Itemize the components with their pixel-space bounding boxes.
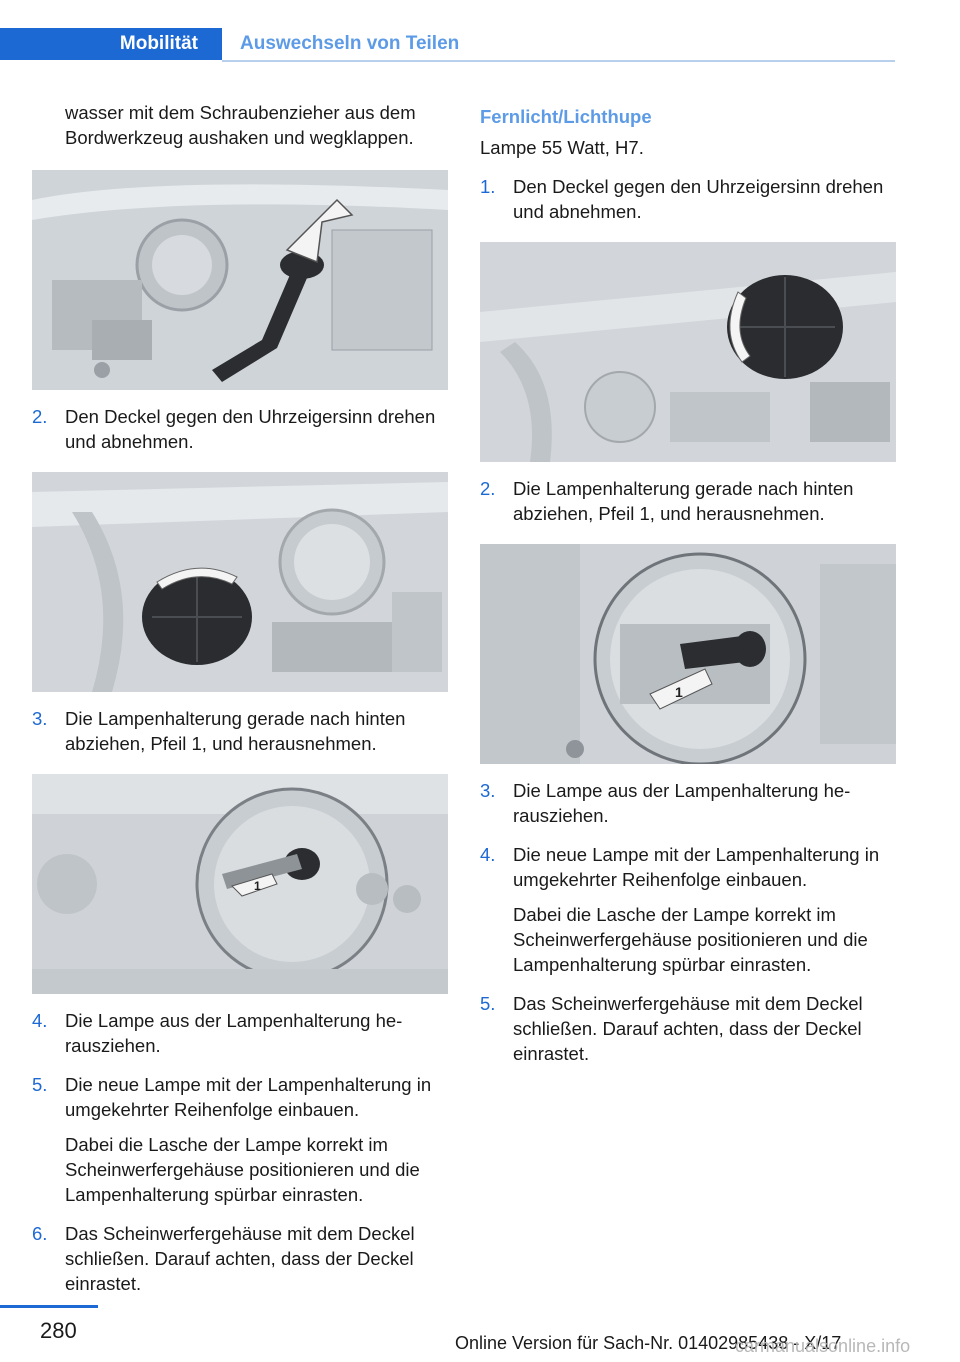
subsection-tab: Auswechseln von Teilen: [240, 28, 459, 60]
step-text: Die Lampe aus der Lampenhalterung he­rau…: [513, 780, 851, 826]
left-step-4: 4. Die Lampe aus der Lampenhalterung he­…: [32, 1008, 448, 1058]
section-heading: Fernlicht/Lichthupe: [480, 106, 652, 127]
step-text: Die neue Lampe mit der Lampenhalterung i…: [513, 844, 880, 890]
step-text: Das Scheinwerfergehäuse mit dem Deckel s…: [513, 993, 863, 1064]
step-number: 3.: [32, 708, 48, 729]
intro-text: wasser mit dem Schraubenzieher aus dem B…: [65, 102, 416, 148]
watermark: carmanualsonline.info: [735, 1336, 911, 1356]
header-divider: [222, 60, 895, 62]
figure-cover-right: [480, 242, 896, 462]
step-text: Die neue Lampe mit der Lampenhalterung i…: [65, 1074, 432, 1120]
page-number: 280: [40, 1318, 77, 1343]
step-number: 4.: [32, 1010, 48, 1031]
step-text: Die Lampenhalterung gerade nach hinten a…: [65, 708, 406, 754]
left-step-2: 2. Den Deckel gegen den Uhrzeigersinn dr…: [32, 404, 448, 454]
step-subtext: Dabei die Lasche der Lampe korrekt im Sc…: [513, 904, 868, 975]
right-step-5: 5. Das Scheinwerfergehäuse mit dem Decke…: [480, 991, 896, 1066]
step-text: Den Deckel gegen den Uhrzeigersinn dre­h…: [65, 406, 436, 452]
step-number: 2.: [32, 406, 48, 427]
section-label: Mobilität: [119, 33, 198, 54]
figure-cover-left: [32, 472, 448, 692]
step-text: Das Scheinwerfergehäuse mit dem Deckel s…: [65, 1223, 415, 1294]
step-number: 3.: [480, 780, 496, 801]
right-step-3: 3. Die Lampe aus der Lampenhalterung he­…: [480, 778, 896, 828]
step-text: Die Lampenhalterung gerade nach hinten a…: [513, 478, 854, 524]
online-version-note: Online Version für Sach-Nr. 01402985438 …: [455, 1333, 842, 1353]
left-step-5: 5. Die neue Lampe mit der Lampenhalterun…: [32, 1072, 448, 1207]
subsection-label: Auswechseln von Teilen: [240, 33, 460, 54]
right-step-1: 1. Den Deckel gegen den Uhrzeigersinn dr…: [480, 174, 896, 224]
step-number: 6.: [32, 1223, 48, 1244]
step-number: 5.: [32, 1074, 48, 1095]
figure-lamp-holder-right: 1: [480, 544, 896, 764]
arrow-label: 1: [675, 684, 683, 700]
step-subtext: Dabei die Lasche der Lampe korrekt im Sc…: [65, 1134, 420, 1205]
figure-lamp-holder-left: 1: [32, 774, 448, 994]
right-column: Fernlicht/Lichthupe Lampe 55 Watt, H7. 1…: [480, 100, 896, 1066]
step-number: 4.: [480, 844, 496, 865]
right-step-4: 4. Die neue Lampe mit der Lampenhalterun…: [480, 842, 896, 977]
right-step-2: 2. Die Lampenhalterung gerade nach hinte…: [480, 476, 896, 526]
step-number: 2.: [480, 478, 496, 499]
step-text: Den Deckel gegen den Uhrzeigersinn dre­h…: [513, 176, 884, 222]
lamp-spec: Lampe 55 Watt, H7.: [480, 137, 644, 158]
figure-washer-hose: [32, 170, 448, 390]
section-tab: Mobilität: [0, 28, 222, 60]
arrow-label: 1: [254, 879, 261, 893]
step-number: 5.: [480, 993, 496, 1014]
step-text: Die Lampe aus der Lampenhalterung he­rau…: [65, 1010, 403, 1056]
footer-divider: [0, 1305, 98, 1308]
page-header: Mobilität Auswechseln von Teilen: [0, 28, 895, 62]
left-step-6: 6. Das Scheinwerfergehäuse mit dem Decke…: [32, 1221, 448, 1296]
left-step-3: 3. Die Lampenhalterung gerade nach hinte…: [32, 706, 448, 756]
left-column: wasser mit dem Schraubenzieher aus dem B…: [32, 100, 448, 1296]
step-number: 1.: [480, 176, 496, 197]
